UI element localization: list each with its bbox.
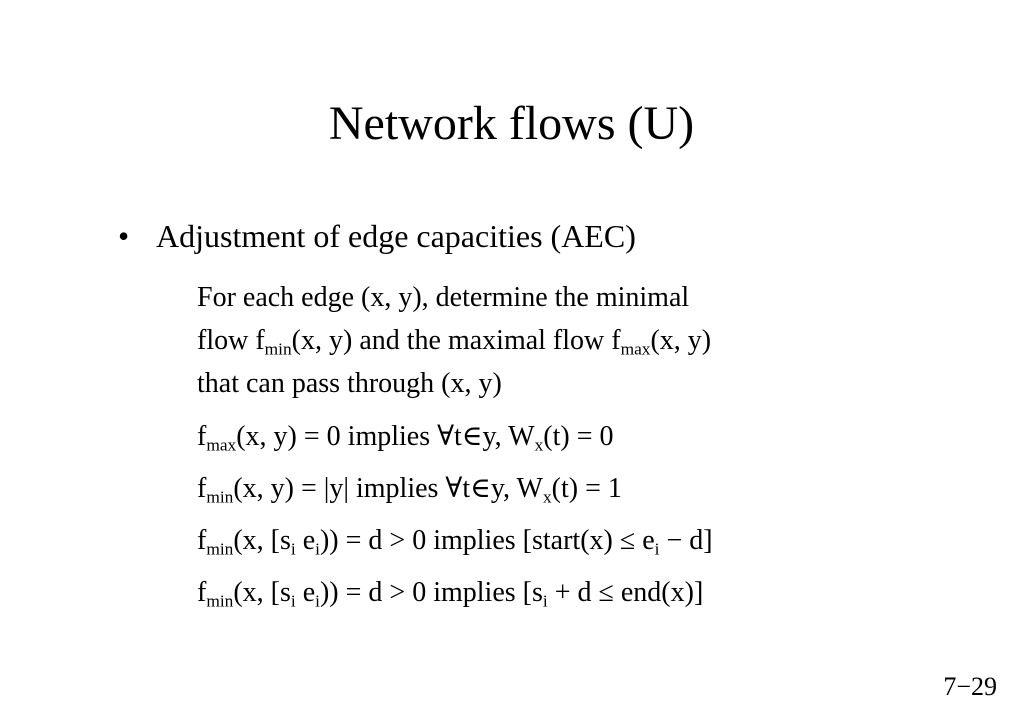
slide-body: For each edge (x, y), determine the mini…	[197, 276, 917, 623]
text-run: (t) = 0	[543, 421, 614, 452]
paragraph-line-1: For each edge (x, y), determine the mini…	[197, 282, 690, 313]
description-paragraph: For each edge (x, y), determine the mini…	[197, 276, 917, 405]
subscript: min	[206, 539, 234, 559]
text-run: e	[295, 525, 316, 556]
subscript: i	[290, 591, 296, 611]
bullet-marker: •	[118, 218, 130, 254]
text-run: flow f	[197, 325, 265, 356]
text-run: f	[197, 473, 207, 504]
text-run: (x, y)	[650, 325, 712, 356]
subscript: i	[542, 591, 548, 611]
equation-4: fmin(x, [si ei)) = d > 0 implies [si + d…	[197, 571, 917, 614]
paragraph-line-2: flow fmin(x, y) and the maximal flow fma…	[197, 319, 917, 362]
text-run: f	[197, 421, 207, 452]
bullet-item: • Adjustment of edge capacities (AEC)	[118, 216, 636, 256]
text-run: (t) = 1	[551, 473, 622, 504]
text-run: − d]	[659, 525, 713, 556]
text-run: (x, y) = 0 implies ∀t∈y, W	[236, 421, 535, 452]
text-run: f	[197, 577, 207, 608]
text-run: (x, y) = |y| implies ∀t∈y, W	[233, 473, 543, 504]
subscript: max	[620, 339, 651, 359]
subscript: min	[206, 487, 234, 507]
subscript: i	[315, 539, 320, 559]
subscript: min	[264, 339, 292, 359]
text-run: (x, [s	[233, 525, 291, 556]
text-run: (x, [s	[233, 577, 291, 608]
equation-3: fmin(x, [si ei)) = d > 0 implies [start(…	[197, 519, 917, 562]
subscript: i	[290, 539, 296, 559]
subscript: x	[534, 435, 544, 455]
subscript: max	[206, 435, 237, 455]
text-run: e	[295, 577, 316, 608]
subscript: i	[315, 591, 320, 611]
bullet-text: Adjustment of edge capacities (AEC)	[156, 218, 636, 254]
paragraph-line-3: that can pass through (x, y)	[197, 368, 502, 399]
text-run: f	[197, 525, 207, 556]
subscript: x	[542, 487, 552, 507]
text-run: (x, y) and the maximal flow f	[291, 325, 621, 356]
text-run: )) = d > 0 implies [s	[319, 577, 543, 608]
text-run: )) = d > 0 implies [start(x) ≤ e	[319, 525, 655, 556]
page-number: 7−29	[943, 672, 997, 701]
equation-1: fmax(x, y) = 0 implies ∀t∈y, Wx(t) = 0	[197, 415, 917, 458]
slide-title: Network flows (U)	[328, 97, 695, 150]
equation-2: fmin(x, y) = |y| implies ∀t∈y, Wx(t) = 1	[197, 467, 917, 510]
subscript: min	[206, 591, 234, 611]
text-run: + d ≤ end(x)]	[547, 577, 704, 608]
subscript: i	[654, 539, 660, 559]
